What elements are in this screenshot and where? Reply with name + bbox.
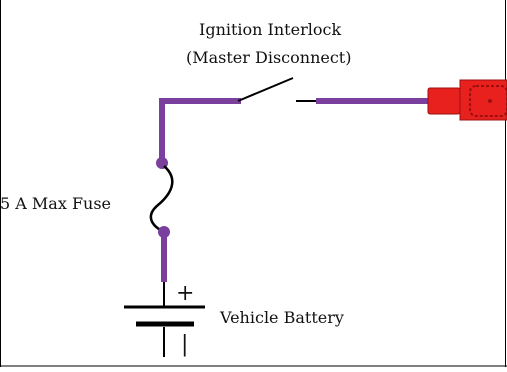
connector-ring [459,79,507,121]
battery-minus-sign: | [181,332,189,357]
fuse-element [149,165,174,234]
fuse-label: 5 A Max Fuse [0,194,112,213]
connector-hole-dot [488,99,492,103]
switch-label-line1: Ignition Interlock [199,20,342,39]
switch-label-line2: (Master Disconnect) [186,48,352,67]
connector-crimp [427,87,461,115]
ring-connector [427,79,507,121]
battery-plus-sign: + [176,281,195,306]
switch-lever [237,77,294,102]
connector-ring-hole [469,85,507,117]
battery-label: Vehicle Battery [220,308,344,327]
wire-top-left [159,98,241,163]
